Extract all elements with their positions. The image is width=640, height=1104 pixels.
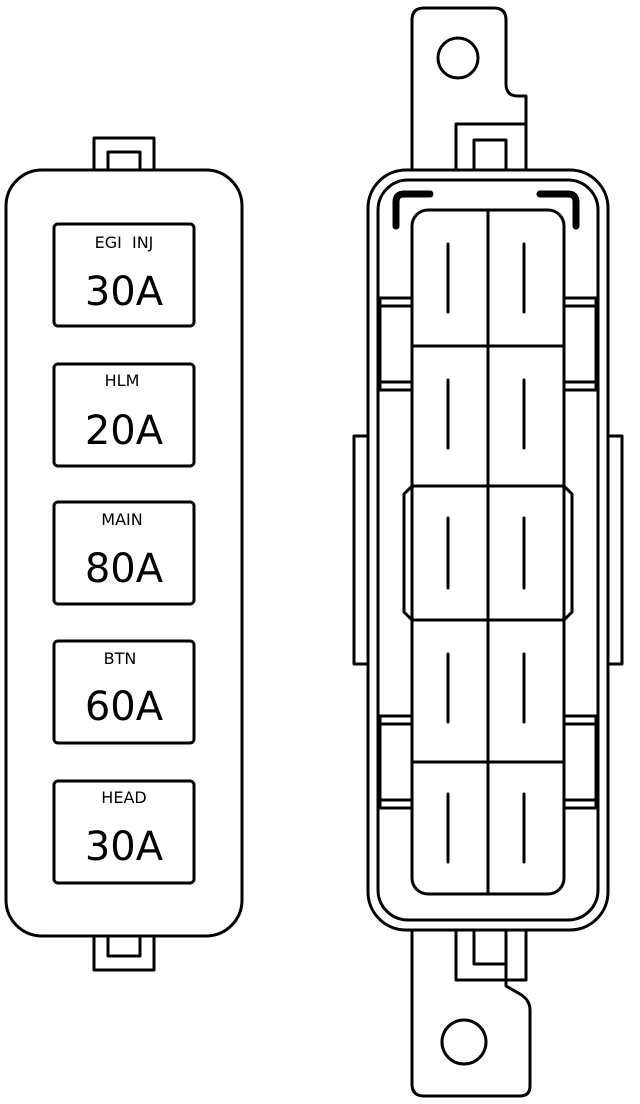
bottom-mounting-hole	[440, 1018, 488, 1066]
fuse-rating: 60A	[85, 684, 164, 730]
fuse-label: EGI INJ	[95, 233, 154, 252]
terminal-slots	[446, 242, 526, 864]
fuse-slot-btn	[52, 639, 196, 745]
fuse-label: BTN	[104, 649, 137, 668]
fuse-rating: 30A	[85, 269, 164, 315]
fuse-rating: 20A	[85, 408, 164, 454]
latch-clip	[562, 714, 598, 810]
bottom-mounting-bracket	[410, 928, 532, 1098]
top-mounting-hole	[436, 36, 480, 80]
fuse-slot: HLM 20A	[52, 362, 196, 468]
fuse-slot-egi-inj	[52, 222, 196, 328]
cover-bottom-clip	[92, 934, 156, 972]
fuse-slot-hlm	[52, 362, 196, 468]
fuse-slot: MAIN 80A	[52, 500, 196, 606]
fuse-rating: 80A	[85, 546, 164, 592]
fuse-label: MAIN	[101, 510, 142, 529]
corner-mark	[392, 190, 434, 230]
fuse-slot-head	[52, 779, 196, 885]
latch-clip	[562, 296, 598, 392]
fuse-holder	[352, 6, 624, 1098]
fuse-slot: BTN 60A	[52, 639, 196, 745]
fuse-slot: EGI INJ 30A	[52, 222, 196, 328]
left-side-tab	[352, 434, 370, 666]
fuse-slot-main	[52, 500, 196, 606]
fuse-block-wide-section	[402, 484, 574, 622]
corner-mark	[536, 190, 580, 230]
cover-top-clip	[92, 136, 156, 172]
latch-clip	[378, 296, 414, 392]
top-mounting-bracket	[410, 6, 528, 172]
fuse-rating: 30A	[85, 824, 164, 870]
fuse-label: HEAD	[101, 788, 146, 807]
fuse-label: HLM	[105, 371, 140, 390]
right-side-tab	[606, 434, 624, 666]
fuse-slot: HEAD 30A	[52, 779, 196, 885]
latch-clip	[378, 714, 414, 810]
holder-inner-wall	[376, 178, 600, 922]
